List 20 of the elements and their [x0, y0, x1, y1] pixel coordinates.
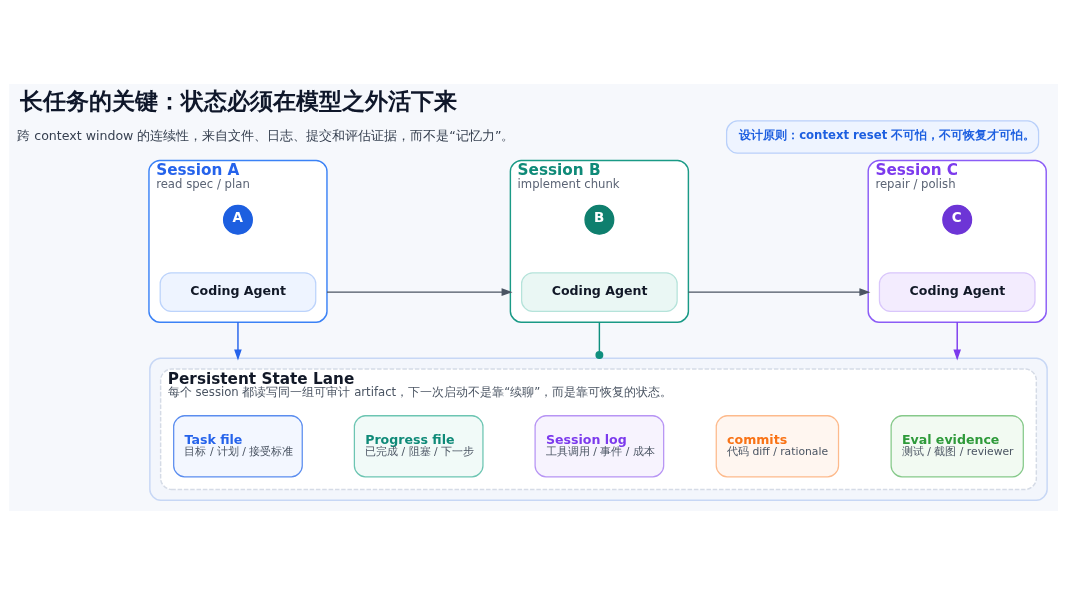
arrow — [687, 288, 871, 296]
label: 跨 context window 的连续性，来自文件、日志、提交和评估证据，而不是“记忆力”。 — [17, 128, 515, 144]
arrow — [326, 288, 513, 296]
node-box: Coding Agent — [159, 272, 317, 313]
node-box: 设计原则：context reset 不可怕，不可恢复才可怕。 — [725, 120, 1040, 154]
node-circle: B — [584, 204, 615, 235]
node-box: Session log 工具调用 / 事件 / 成本 — [534, 415, 665, 478]
arrow — [953, 321, 962, 361]
node-box: Coding Agent — [878, 272, 1036, 313]
diagram-title: 长任务的关键：状态必须在模型之外活下来 — [19, 86, 457, 115]
node-box: Task file 目标 / 计划 / 接受标准 — [173, 415, 303, 478]
node-box: Eval evidence 测试 / 截图 / reviewer — [890, 415, 1024, 478]
node-box: Progress file 已完成 / 阻塞 / 下一步 — [353, 415, 484, 478]
node-circle: C — [942, 204, 973, 235]
node-box: commits 代码 diff / rationale — [715, 415, 840, 478]
arrow — [234, 321, 242, 361]
node-box: Coding Agent — [521, 272, 678, 313]
cluster — [149, 357, 1048, 501]
node-circle: A — [222, 204, 253, 235]
connector — [595, 321, 604, 359]
